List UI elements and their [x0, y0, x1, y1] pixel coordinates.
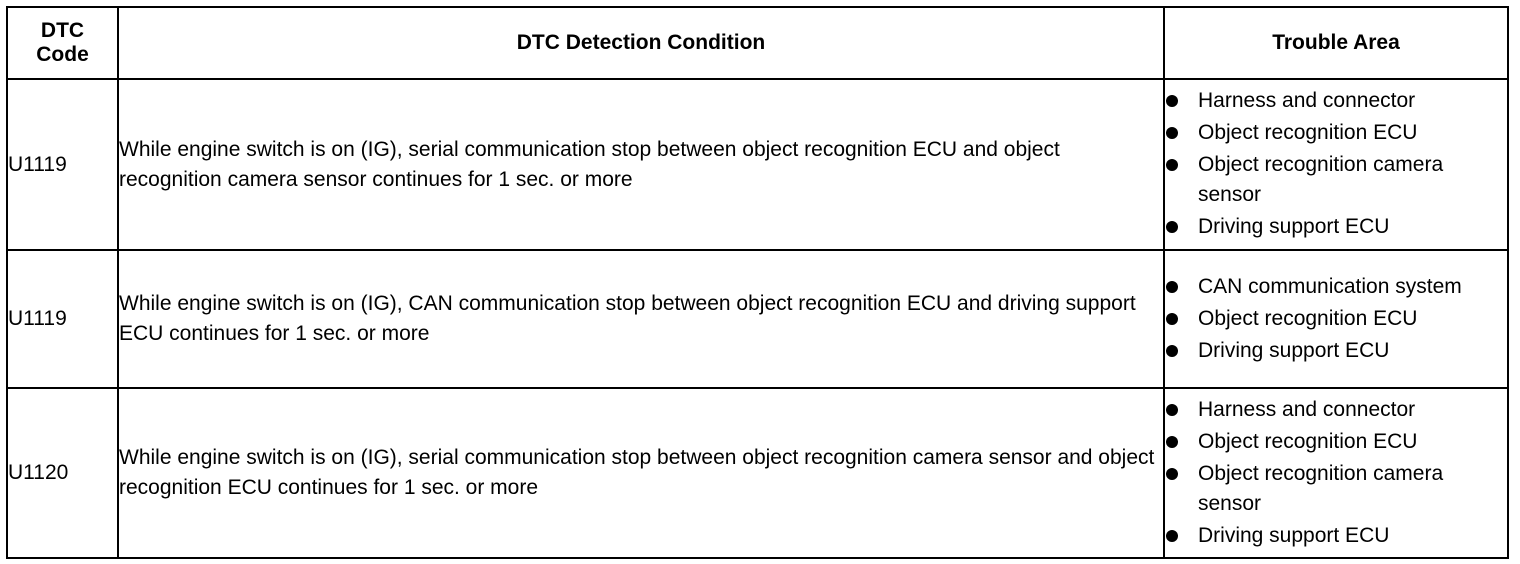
table-row: U1119 While engine switch is on (IG), se… [6, 78, 1509, 251]
trouble-area-text: Object recognition ECU [1198, 429, 1418, 453]
trouble-area-text: Object recognition ECU [1198, 121, 1418, 144]
list-item: Driving support ECU [1165, 521, 1507, 551]
bullet-icon [1166, 403, 1178, 416]
header-trouble-area: Trouble Area [1163, 6, 1509, 80]
table-row: U1119 While engine switch is on (IG), CA… [6, 249, 1509, 389]
bullet-icon [1166, 280, 1178, 293]
bullet-icon [1166, 467, 1178, 480]
list-item: Object recognition ECU [1165, 427, 1507, 457]
dtc-table: DTC Code DTC Detection Condition Trouble… [6, 6, 1509, 559]
header-row: DTC Code DTC Detection Condition Trouble… [6, 6, 1509, 80]
list-item: Harness and connector [1165, 86, 1507, 116]
list-item: Object recognition camera sensor [1165, 150, 1507, 210]
trouble-area-list: Harness and connector Object recognition… [1165, 86, 1507, 242]
list-item: Object recognition ECU [1165, 304, 1507, 334]
trouble-area-text: Driving support ECU [1198, 523, 1390, 547]
trouble-area-text: CAN communication system [1198, 274, 1462, 298]
trouble-area-text: Object recognition camera sensor [1198, 153, 1444, 206]
list-item: Driving support ECU [1165, 212, 1507, 242]
trouble-area-text: Harness and connector [1198, 397, 1416, 421]
bullet-icon [1166, 344, 1178, 357]
header-dtc-code: DTC Code [6, 6, 119, 80]
bullet-icon [1166, 312, 1178, 325]
list-item: Driving support ECU [1165, 336, 1507, 366]
list-item: Object recognition ECU [1165, 118, 1507, 148]
bullet-icon [1166, 529, 1178, 542]
bullet-icon [1166, 221, 1178, 233]
list-item: CAN communication system [1165, 272, 1507, 302]
trouble-area-list: CAN communication system Object recognit… [1165, 272, 1507, 366]
dtc-code-cell: U1120 [6, 387, 119, 559]
dtc-code-cell: U1119 [6, 78, 119, 251]
detection-condition-cell: While engine switch is on (IG), serial c… [117, 78, 1165, 251]
trouble-area-list: Harness and connector Object recognition… [1165, 395, 1507, 551]
header-detection-condition: DTC Detection Condition [117, 6, 1165, 80]
trouble-area-cell: Harness and connector Object recognition… [1163, 78, 1509, 251]
table-row: U1120 While engine switch is on (IG), se… [6, 387, 1509, 559]
trouble-area-text: Object recognition ECU [1198, 306, 1418, 330]
trouble-area-cell: Harness and connector Object recognition… [1163, 387, 1509, 559]
list-item: Object recognition camera sensor [1165, 459, 1507, 519]
dtc-code-cell: U1119 [6, 249, 119, 389]
bullet-icon [1166, 127, 1178, 139]
trouble-area-text: Harness and connector [1198, 89, 1416, 112]
list-item: Harness and connector [1165, 395, 1507, 425]
bullet-icon [1166, 159, 1178, 171]
detection-condition-cell: While engine switch is on (IG), CAN comm… [117, 249, 1165, 389]
trouble-area-text: Object recognition camera sensor [1198, 461, 1444, 515]
bullet-icon [1166, 435, 1178, 448]
detection-condition-cell: While engine switch is on (IG), serial c… [117, 387, 1165, 559]
bullet-icon [1166, 95, 1178, 107]
trouble-area-text: Driving support ECU [1198, 338, 1390, 362]
trouble-area-cell: CAN communication system Object recognit… [1163, 249, 1509, 389]
trouble-area-text: Driving support ECU [1198, 215, 1390, 238]
